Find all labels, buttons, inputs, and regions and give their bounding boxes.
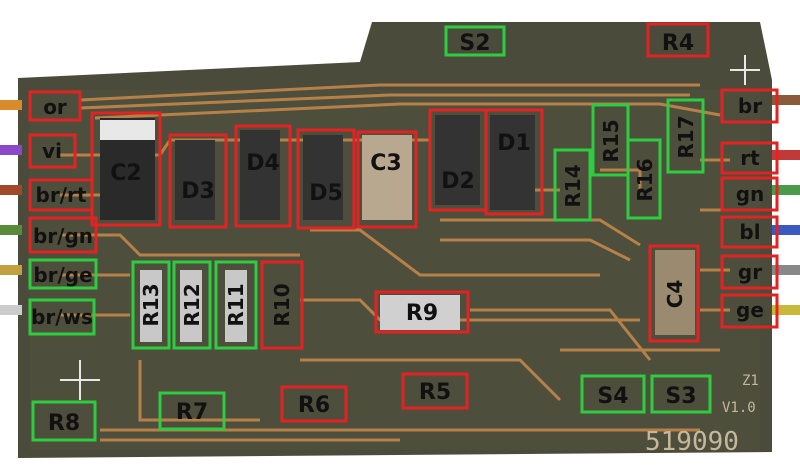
d2-body [435, 115, 480, 205]
d3-body [175, 140, 215, 220]
r6-box [280, 385, 348, 423]
br-ge-box [28, 258, 98, 290]
vi-box [28, 133, 77, 169]
label-r4: R4 [662, 31, 694, 56]
label-ge: ge [736, 298, 764, 322]
left-wires [0, 100, 22, 315]
s3-box [650, 374, 712, 414]
label-r8: R8 [48, 411, 80, 436]
silk-z1: Z1 [742, 373, 759, 389]
label-r12: R12 [180, 283, 204, 326]
c4-body [655, 250, 695, 335]
r9-box [374, 290, 470, 334]
ge-box [720, 293, 779, 329]
r12-box [172, 260, 212, 350]
label-gr: gr [738, 260, 762, 284]
label-c2: C2 [110, 161, 141, 186]
r14-box [553, 148, 592, 222]
gr-box [720, 254, 779, 290]
label-c3: C3 [370, 151, 401, 176]
d2-box [428, 108, 488, 212]
label-s4: S4 [597, 384, 628, 409]
label-r14: R14 [561, 164, 585, 207]
label-d4: D4 [246, 151, 280, 176]
silk-version: V1.0 [722, 400, 756, 416]
label-r7: R7 [176, 400, 208, 425]
label-br-gn: br/gn [33, 224, 93, 248]
label-r5: R5 [419, 380, 451, 405]
r11-box [214, 260, 258, 350]
d5-box [296, 128, 356, 230]
r7-box [158, 391, 226, 431]
r17-box [666, 98, 705, 174]
s4-box [580, 374, 646, 414]
r13-body [140, 270, 162, 342]
bl-box [720, 215, 779, 249]
rt-box [720, 141, 779, 175]
label-s3: S3 [665, 384, 696, 409]
r5-box [401, 372, 469, 410]
label-or: or [43, 95, 67, 119]
br-box [720, 88, 779, 124]
r8-box [31, 400, 97, 442]
or-box [28, 90, 82, 122]
label-r6: R6 [298, 393, 330, 418]
d1-body [490, 115, 535, 210]
label-boxes [28, 22, 779, 442]
label-r16: R16 [633, 158, 657, 201]
label-r9: R9 [406, 301, 438, 326]
label-d2: D2 [441, 169, 475, 194]
label-r10: R10 [270, 283, 294, 326]
label-c4: C4 [663, 280, 687, 309]
label-d1: D1 [497, 131, 531, 156]
c4-box [648, 244, 700, 343]
component-labels: S2 R4 or vi br/rt br/gn br/ge br/ws C2 D… [31, 31, 764, 436]
silkscreen: Z1 V1.0 519090 [645, 373, 759, 457]
c2-band [100, 120, 155, 140]
r4-box [646, 22, 710, 58]
label-s2: S2 [459, 31, 490, 56]
s2-box [444, 25, 506, 57]
label-r17: R17 [674, 115, 698, 158]
r16-box [626, 138, 662, 220]
d4-body [240, 130, 280, 220]
d5-body [303, 135, 343, 220]
d4-box [234, 124, 292, 228]
d3-box [168, 133, 228, 229]
br-gn-box [28, 216, 98, 254]
r13-box [131, 260, 171, 350]
label-br: br [738, 94, 762, 118]
c2-box [90, 111, 162, 227]
label-vi: vi [42, 139, 62, 163]
label-gn: gn [736, 182, 765, 206]
component-bodies [100, 115, 695, 342]
r10-box [260, 260, 304, 350]
label-r15: R15 [599, 119, 623, 162]
label-br-ws: br/ws [31, 305, 93, 329]
label-r11: R11 [224, 283, 248, 326]
label-bl: bl [739, 220, 760, 244]
right-wires [772, 95, 800, 315]
label-r13: R13 [139, 283, 163, 326]
gn-box [720, 176, 779, 212]
label-rt: rt [740, 146, 760, 170]
r11-body [225, 270, 247, 342]
label-d5: D5 [309, 181, 343, 206]
c3-box [356, 130, 418, 229]
silk-number: 519090 [645, 427, 739, 457]
br-ws-box [28, 298, 96, 336]
c3-body [362, 135, 412, 220]
r9-body [380, 295, 460, 330]
r12-body [180, 270, 202, 342]
crosshairs [60, 55, 760, 400]
d1-box [484, 108, 544, 216]
label-br-rt: br/rt [36, 183, 87, 207]
label-d3: D3 [181, 179, 215, 204]
label-br-ge: br/ge [33, 263, 92, 287]
